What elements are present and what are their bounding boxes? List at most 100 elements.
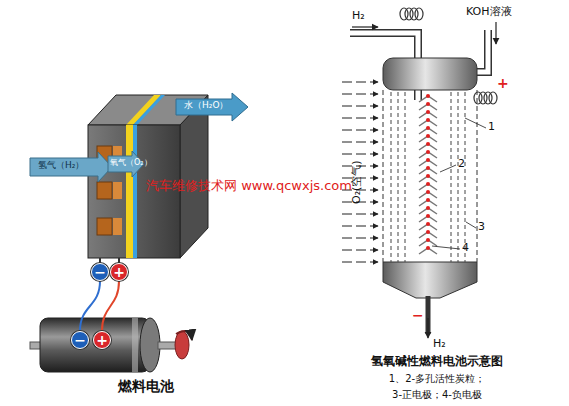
alkaline-cell	[391, 92, 392, 262]
air-arrow	[342, 238, 378, 239]
electrode-dot	[426, 206, 430, 210]
terminal-circle: −	[71, 331, 89, 349]
gas-label: 氢气（H₂）	[38, 161, 84, 171]
fuel-cell-stack	[126, 95, 161, 125]
terminal-circle: −	[91, 263, 109, 281]
motor	[176, 331, 192, 340]
alkaline-cell	[383, 58, 477, 90]
electrode-dot	[426, 182, 430, 186]
wire	[102, 281, 119, 331]
air-arrow	[342, 130, 378, 131]
terminal-circle: +	[110, 263, 128, 281]
alkaline-cell	[451, 92, 452, 262]
fuel-cell-stack	[113, 182, 122, 199]
electrode-dot	[426, 94, 430, 98]
alkaline-cell	[405, 92, 406, 262]
electrode-dot	[426, 246, 430, 250]
electrode-dot	[426, 158, 430, 162]
electrode-dot	[426, 166, 430, 170]
alkaline-cell	[383, 90, 384, 262]
alkaline-cell	[342, 8, 497, 338]
air-arrow	[342, 82, 378, 83]
alkaline-cell	[458, 92, 459, 262]
air-arrow	[342, 250, 378, 251]
electrode-dot	[426, 214, 430, 218]
fuel-cell-stack	[97, 182, 112, 199]
gas-arrows	[176, 93, 248, 121]
diagram-title: 氢氧碱性燃料电池示意图	[371, 355, 503, 368]
gas-label: 氧气（O₂）	[110, 159, 152, 168]
gas-label: 水（H₂O）	[184, 101, 228, 111]
electrode-dot	[426, 238, 430, 242]
electrode-dot	[426, 134, 430, 138]
fuel-cell-stack	[97, 218, 112, 235]
air-arrow	[342, 154, 378, 155]
electrode-dot	[426, 150, 430, 154]
alkaline-cell	[352, 26, 378, 27]
figure-caption: 燃料电池	[118, 379, 174, 394]
alkaline-cell	[489, 92, 497, 104]
electrode-dot	[426, 110, 430, 114]
solution-label: KOH溶液	[466, 6, 512, 18]
electrode-dot	[426, 118, 430, 122]
alkaline-cell	[427, 318, 428, 338]
air-arrow	[342, 94, 378, 95]
electrode-dot	[426, 222, 430, 226]
motor	[175, 331, 189, 359]
alkaline-cell	[391, 92, 465, 262]
callout-number: 3	[478, 221, 485, 233]
alkaline-cell	[465, 92, 466, 262]
fuel-cell-stack	[113, 218, 122, 235]
alkaline-cell	[432, 118, 486, 249]
air-arrows	[342, 82, 378, 262]
watermark: 汽车维修技术网 www.qcwxjs.com	[146, 179, 352, 193]
polarity-sign: −	[412, 308, 424, 323]
air-arrow	[342, 214, 378, 215]
gas-label: H₂	[352, 10, 365, 22]
part-key: 3-正电极；4-负电极	[392, 389, 482, 400]
terminal-circle: +	[93, 331, 111, 349]
alkaline-cell	[465, 118, 486, 128]
air-arrow	[342, 142, 378, 143]
alkaline-cell	[398, 92, 399, 262]
fuel-cell-stack	[133, 95, 165, 125]
alkaline-cell	[477, 90, 478, 262]
air-arrow	[342, 226, 378, 227]
electrode-dot	[426, 230, 430, 234]
gas-arrows	[30, 93, 248, 182]
fuel-cell-stack	[88, 95, 208, 258]
callout-number: 1	[488, 121, 495, 133]
electrode-dot	[426, 126, 430, 130]
wire	[80, 281, 100, 331]
electrode-dot	[426, 190, 430, 194]
alkaline-cell	[432, 246, 460, 249]
terminal-sign: +	[96, 333, 108, 347]
electrode-dot	[426, 142, 430, 146]
alkaline-cell	[415, 8, 423, 20]
alkaline-cell	[383, 262, 477, 298]
gas-label: H₂	[433, 338, 446, 350]
gas-label: O₂(空气)	[351, 160, 363, 204]
motor	[40, 318, 150, 372]
air-arrow	[342, 106, 378, 107]
negative-electrode	[419, 94, 437, 254]
alkaline-cell	[466, 222, 476, 228]
alkaline-cell	[440, 165, 456, 172]
fuel-cell-stack	[133, 125, 137, 258]
electrode-dot	[426, 102, 430, 106]
gas-arrows	[30, 152, 112, 182]
terminal-sign: −	[74, 333, 86, 347]
motor	[132, 318, 138, 372]
terminal-sign: +	[113, 265, 125, 279]
electrode-dot	[426, 174, 430, 178]
part-key: 1、2-多孔活性炭粒；	[389, 373, 485, 384]
motor	[30, 318, 192, 372]
motor	[140, 318, 160, 372]
callout-number: 4	[462, 242, 469, 254]
terminal-sign: −	[94, 265, 106, 279]
electrode-dot	[426, 198, 430, 202]
callout-number: 2	[458, 158, 465, 170]
